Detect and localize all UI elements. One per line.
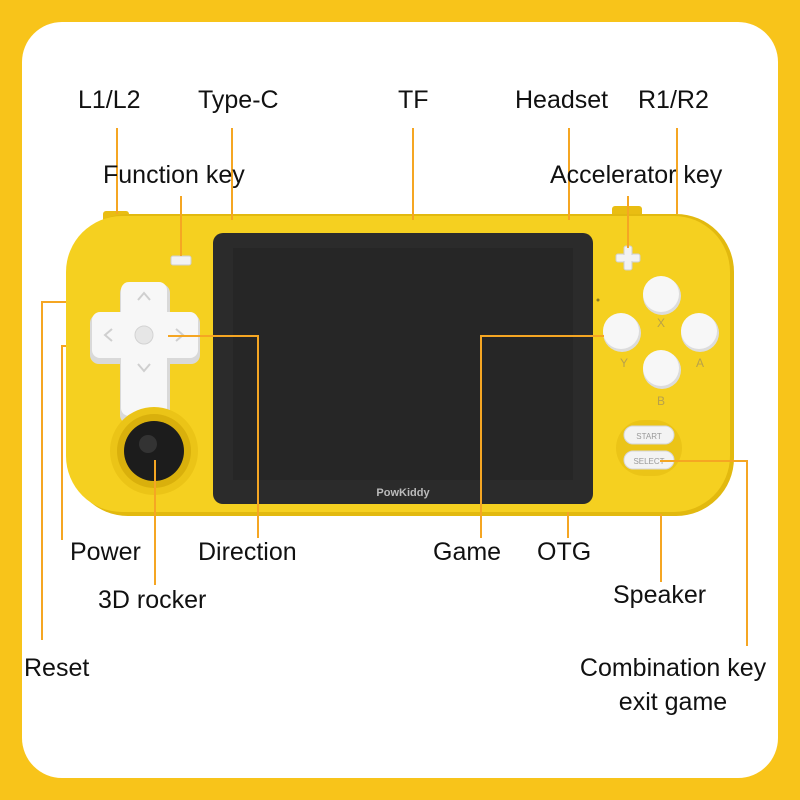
leader-lines [41, 128, 748, 646]
label-combination-key: Combination key [579, 654, 767, 682]
label-reset: Reset [24, 654, 90, 682]
rocker-3d [110, 407, 198, 495]
label-power: Power [70, 538, 141, 566]
label-r1r2: R1/R2 [638, 86, 709, 114]
face-buttons: X Y A B [603, 276, 719, 408]
leader-power [61, 345, 66, 540]
button-y-label: Y [620, 356, 628, 370]
label-headset: Headset [515, 86, 609, 114]
select-label: SELECT [633, 457, 664, 466]
leader-reset [41, 301, 66, 640]
label-accelerator-key: Accelerator key [550, 161, 723, 189]
label-direction: Direction [198, 538, 297, 566]
dpad-up-arrow-icon [137, 291, 151, 301]
function-key [170, 255, 192, 266]
button-b-label: B [657, 394, 665, 408]
screen [233, 248, 573, 480]
label-3d-rocker: 3D rocker [98, 586, 207, 614]
brand-text: PowKiddy [376, 487, 430, 499]
indicator-dot [596, 298, 600, 302]
label-l1l2: L1/L2 [78, 86, 141, 114]
d-pad [90, 282, 200, 424]
label-type-c: Type-C [198, 86, 279, 114]
accelerator-key [615, 245, 641, 271]
dpad-down-arrow-icon [137, 363, 151, 373]
leader-combination-key [660, 460, 748, 646]
label-exit-game: exit game [618, 688, 728, 716]
button-a-label: A [696, 356, 704, 370]
start-label: START [636, 432, 662, 441]
label-otg: OTG [537, 538, 592, 566]
label-tf: TF [398, 86, 429, 114]
leader-direction [168, 335, 259, 538]
leader-game [480, 335, 604, 538]
dpad-left-arrow-icon [103, 328, 113, 342]
label-speaker: Speaker [613, 581, 707, 609]
label-game: Game [433, 538, 502, 566]
button-x-label: X [657, 316, 665, 330]
start-select-buttons: START SELECT [616, 420, 682, 476]
label-function-key: Function key [103, 161, 245, 189]
